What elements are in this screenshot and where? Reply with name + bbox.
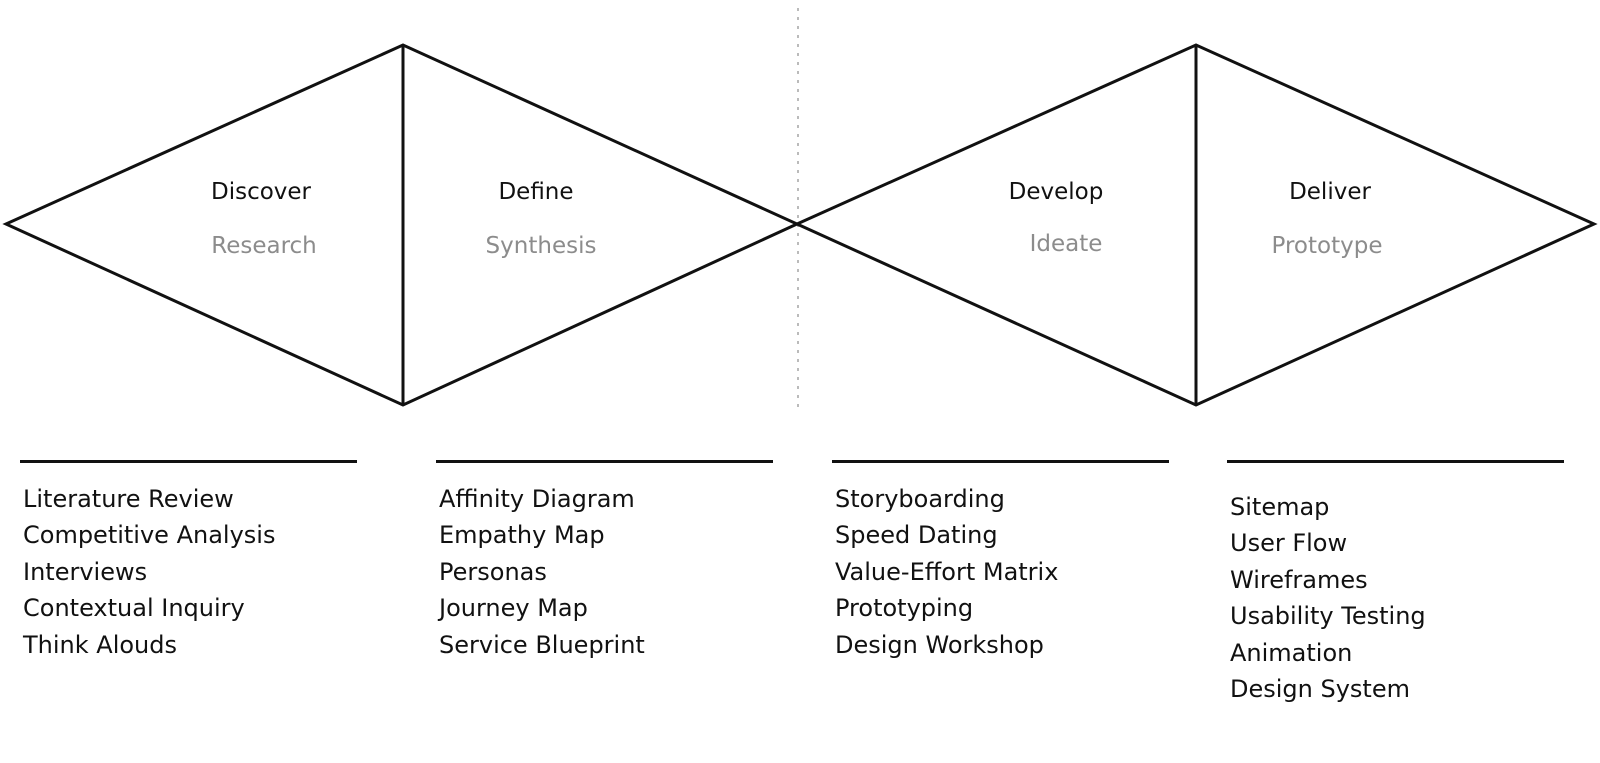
phase-subtitle-ideate: Ideate <box>1029 231 1103 257</box>
phase-title-discover: Discover <box>210 179 312 205</box>
list-item: Design System <box>1230 675 1410 704</box>
methods-column-deliver: Sitemap User Flow Wireframes Usability T… <box>1227 460 1564 707</box>
methods-column-discover: Literature Review Competitive Analysis I… <box>20 460 357 663</box>
column-divider <box>436 460 773 463</box>
list-item: Service Blueprint <box>439 630 645 659</box>
methods-column-define: Affinity Diagram Empathy Map Personas Jo… <box>436 460 773 663</box>
list-item: Literature Review <box>23 485 234 513</box>
phase-title-define: Define <box>498 179 574 205</box>
list-item: Storyboarding <box>835 485 1005 513</box>
list-item: Sitemap <box>1230 493 1330 521</box>
methods-list: Sitemap User Flow Wireframes Usability T… <box>1227 489 1564 707</box>
list-item: Usability Testing <box>1230 602 1426 631</box>
methods-list: Storyboarding Speed Dating Value-Effort … <box>832 481 1169 663</box>
phase-subtitle-research: Research <box>211 233 317 259</box>
phase-subtitle-synthesis: Synthesis <box>485 233 597 259</box>
list-item: Journey Map <box>439 594 588 623</box>
list-item: Affinity Diagram <box>439 485 635 513</box>
methods-list: Literature Review Competitive Analysis I… <box>20 481 357 663</box>
list-item: Empathy Map <box>439 521 605 550</box>
list-item: Interviews <box>23 557 148 586</box>
list-item: Prototyping <box>835 594 974 623</box>
column-divider <box>1227 460 1564 463</box>
list-item: Wireframes <box>1230 565 1368 594</box>
methods-list: Affinity Diagram Empathy Map Personas Jo… <box>436 481 773 663</box>
phase-title-deliver: Deliver <box>1289 179 1371 205</box>
list-item: Speed Dating <box>835 521 998 550</box>
column-divider <box>832 460 1169 463</box>
column-divider <box>20 460 357 463</box>
phase-title-develop: Develop <box>1008 179 1104 205</box>
list-item: Contextual Inquiry <box>23 594 245 623</box>
list-item: Value-Effort Matrix <box>835 557 1059 586</box>
list-item: Animation <box>1230 638 1353 667</box>
methods-column-develop: Storyboarding Speed Dating Value-Effort … <box>832 460 1169 663</box>
list-item: Personas <box>439 557 547 586</box>
list-item: Design Workshop <box>835 630 1044 659</box>
phase-subtitle-prototype: Prototype <box>1271 233 1383 259</box>
list-item: Competitive Analysis <box>23 521 276 550</box>
list-item: Think Alouds <box>23 630 177 659</box>
second-diamond <box>793 43 1598 407</box>
list-item: User Flow <box>1230 529 1348 558</box>
